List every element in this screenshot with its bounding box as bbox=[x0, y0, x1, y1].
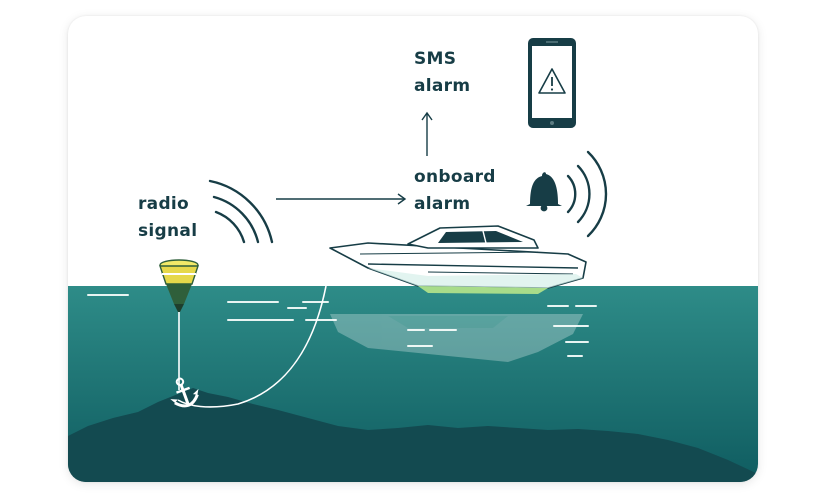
onboard-alarm-label-line1: onboard bbox=[414, 167, 496, 187]
scene bbox=[68, 38, 758, 482]
radio-signal-label: radio signal bbox=[138, 191, 197, 245]
radio-waves bbox=[208, 179, 274, 244]
bell-waves bbox=[566, 150, 608, 238]
sms-alarm-label-line1: SMS bbox=[414, 49, 457, 69]
sms-alarm-label-line2: alarm bbox=[414, 76, 471, 96]
signal-arrow bbox=[276, 193, 407, 205]
onboard-alarm-label-line2: alarm bbox=[414, 194, 471, 214]
radio-signal-label-line1: radio bbox=[138, 194, 190, 214]
sms-alarm-label: SMS alarm bbox=[414, 46, 470, 100]
sms-arrow bbox=[421, 111, 433, 156]
seabed bbox=[68, 388, 758, 482]
boat-icon bbox=[329, 225, 587, 294]
diagram-card: SMS alarm onboard alarm radio signal bbox=[68, 16, 758, 482]
anchor-line bbox=[177, 285, 327, 408]
phone-warning-icon bbox=[528, 38, 576, 128]
anchor-icon bbox=[170, 377, 199, 408]
bell-icon bbox=[526, 172, 562, 212]
radio-signal-label-line2: signal bbox=[138, 221, 198, 241]
onboard-alarm-label: onboard alarm bbox=[414, 164, 496, 218]
water-ripples bbox=[87, 294, 597, 357]
boat-reflection bbox=[330, 314, 583, 362]
buoy-icon bbox=[159, 259, 199, 312]
